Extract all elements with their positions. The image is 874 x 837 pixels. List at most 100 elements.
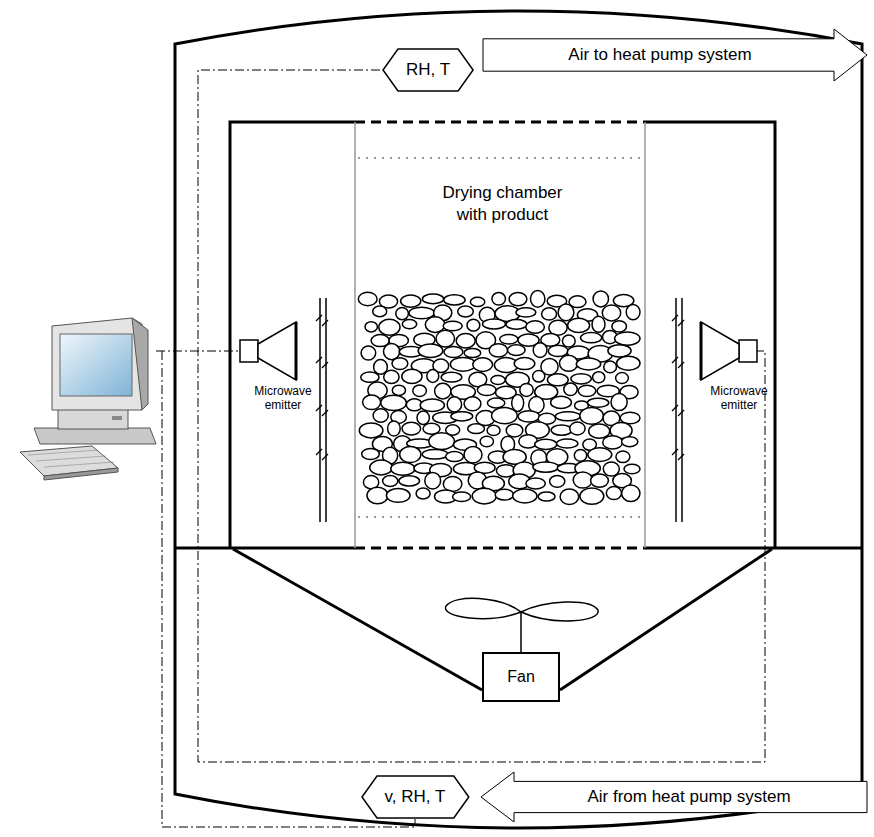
node-text: Drying chamber with product	[440, 182, 565, 226]
product-particle	[591, 474, 609, 487]
microwave-window	[320, 298, 682, 522]
product-particle	[508, 345, 526, 356]
product-particle	[526, 321, 545, 333]
microwave-mark	[322, 410, 328, 416]
product-particle	[417, 411, 429, 425]
product-particle	[451, 412, 473, 421]
product-particle	[429, 433, 455, 450]
product-particle	[588, 448, 612, 462]
emitter-label: Microwave emitter	[238, 384, 328, 413]
microwave-mark	[316, 315, 322, 321]
microwave-mark	[678, 454, 684, 460]
product-particle	[470, 297, 484, 306]
node-shape	[481, 772, 867, 822]
product-particle	[383, 476, 398, 487]
microwave-mark	[678, 362, 684, 368]
product-particle	[593, 372, 605, 383]
product-particle	[435, 383, 451, 399]
microwave-mark	[672, 405, 678, 411]
product-particle	[468, 424, 485, 434]
product-particle	[483, 319, 506, 329]
node-arrowR: Air to heat pump system	[482, 28, 868, 82]
product-particle	[450, 357, 475, 371]
product-particle	[564, 383, 577, 396]
product-particle	[391, 462, 415, 475]
product-particles	[358, 291, 640, 505]
product-particle	[571, 374, 591, 384]
product-particle	[436, 330, 454, 347]
product-particle	[464, 348, 481, 357]
product-particle	[420, 399, 444, 411]
product-particle	[514, 358, 535, 370]
product-particle	[603, 462, 619, 476]
product-particle	[422, 294, 443, 304]
product-particle	[576, 358, 600, 370]
product-particle	[513, 489, 537, 503]
mesh-line	[358, 516, 642, 518]
product-particle	[444, 295, 465, 305]
product-particle	[520, 383, 533, 396]
product-particle	[489, 344, 507, 357]
product-particle	[615, 332, 640, 345]
product-particle	[581, 333, 602, 343]
product-particle	[557, 439, 578, 448]
product-particle	[446, 452, 464, 462]
product-particle	[464, 397, 481, 411]
microwave-mark	[322, 320, 328, 326]
node-chamber: Drying chamber with product	[230, 122, 775, 548]
product-particle	[464, 447, 482, 463]
product-particle	[538, 492, 555, 501]
product-particle	[578, 385, 596, 396]
microwave-mark	[322, 362, 328, 368]
emitter-label: Microwave emitter	[694, 384, 784, 413]
product-particle	[562, 335, 575, 347]
product-particle	[367, 487, 388, 504]
product-particle	[592, 316, 605, 332]
node-shape	[383, 49, 473, 91]
product-particle	[491, 376, 505, 385]
product-particle	[361, 372, 379, 382]
product-particle	[622, 437, 638, 447]
product-particle	[612, 321, 627, 332]
product-particle	[456, 333, 475, 348]
product-particle	[518, 411, 539, 422]
control-wire	[156, 70, 765, 827]
floor-line	[645, 547, 862, 550]
product-particle	[386, 489, 410, 503]
node-arrowL: Air from heat pump system	[480, 771, 868, 823]
product-particle	[550, 475, 565, 487]
product-particle	[487, 398, 504, 408]
product-particle	[542, 308, 557, 320]
mesh-line	[358, 157, 642, 159]
product-particle	[381, 395, 407, 410]
product-particle	[400, 447, 421, 463]
product-particle	[533, 462, 559, 472]
product-particle	[495, 489, 513, 500]
microwave-mark	[672, 315, 678, 321]
floor-line	[175, 547, 355, 550]
node-text: Air from heat pump system	[587, 787, 790, 807]
node-hex: RH, T	[382, 48, 474, 92]
product-particle	[573, 472, 592, 488]
product-particle	[509, 292, 527, 305]
chamber-outline	[230, 122, 775, 548]
product-particle	[492, 408, 518, 424]
product-particle	[608, 345, 631, 357]
product-particle	[401, 295, 421, 307]
product-particle	[626, 304, 640, 319]
product-particle	[603, 436, 623, 449]
microwave-mark	[316, 357, 322, 363]
microwave-mark	[316, 449, 322, 455]
housing-outline	[175, 11, 862, 828]
product-particle	[560, 355, 578, 371]
product-particle	[558, 304, 574, 321]
product-particle	[616, 451, 630, 462]
product-wall	[354, 122, 356, 548]
product-particle	[604, 361, 617, 373]
product-particle	[560, 489, 579, 505]
product-particle	[413, 385, 427, 397]
product-particle	[384, 370, 399, 383]
product-particle	[568, 318, 590, 332]
node-hex: v, RH, T	[361, 775, 470, 819]
